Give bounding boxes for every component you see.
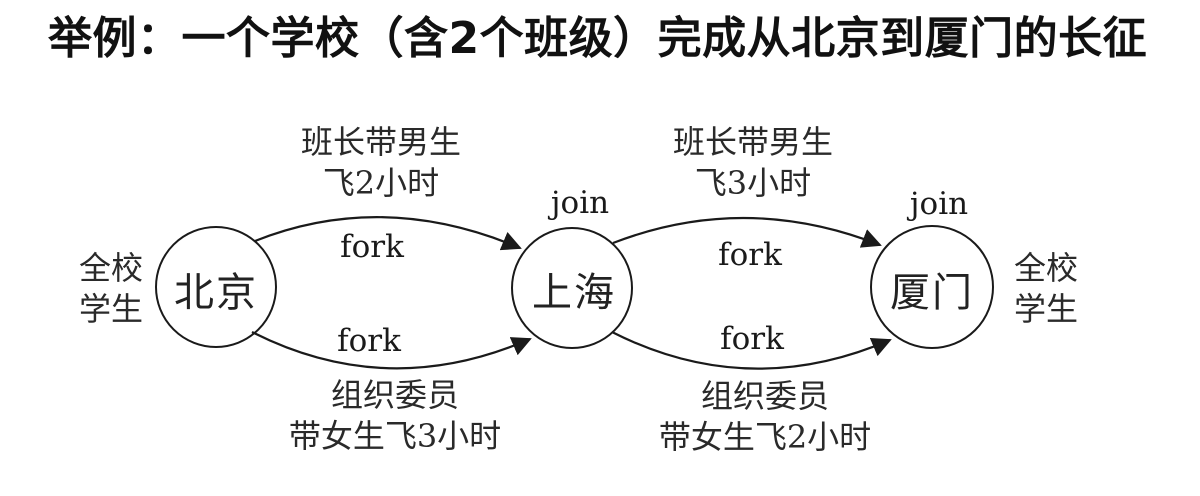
side-label-left: 全校 学生 <box>79 248 143 330</box>
seg1-top-caption: 班长带男生 飞2小时 <box>301 122 461 204</box>
seg2-top-caption: 班长带男生 飞3小时 <box>673 122 833 204</box>
seg2-join-label: join <box>909 186 969 222</box>
node-label-shanghai: 上海 <box>532 270 616 316</box>
side-label-left-line1: 全校 <box>78 249 144 287</box>
seg1-bottom-caption-line1: 组织委员 <box>330 376 459 414</box>
seg1-join-label: join <box>550 185 610 221</box>
side-label-right-line1: 全校 <box>1013 249 1079 287</box>
seg2-bottom-caption: 组织委员 带女生飞2小时 <box>659 376 871 458</box>
node-circle-xiamen <box>870 225 994 349</box>
seg2-top-caption-line1: 班长带男生 <box>672 123 834 161</box>
node-label-beijing: 北京 <box>174 270 258 316</box>
node-label-xiamen: 厦门 <box>890 270 974 316</box>
seg2-bottom-caption-line1: 组织委员 <box>700 377 829 415</box>
edge-seg2-bottom-arrow <box>611 331 892 370</box>
seg1-bottom-fork-label: fork <box>337 323 401 359</box>
page-title: 举例：一个学校（含2个班级）完成从北京到厦门的长征 <box>48 13 1148 64</box>
seg1-top-caption-line2: 飞2小时 <box>322 164 440 202</box>
seg2-top-caption-line2: 飞3小时 <box>694 164 812 202</box>
side-label-right: 全校 学生 <box>1014 248 1078 330</box>
seg1-top-fork-label: fork <box>340 229 404 265</box>
edge-seg1-top-arrow <box>254 216 522 251</box>
seg1-bottom-caption-line2: 带女生飞3小时 <box>288 417 502 455</box>
edge-seg1-bottom-arrow <box>251 331 532 370</box>
seg1-bottom-caption: 组织委员 带女生飞3小时 <box>289 375 501 457</box>
side-label-right-line2: 学生 <box>1013 290 1079 328</box>
side-label-left-line2: 学生 <box>78 290 144 328</box>
node-circle-shanghai <box>511 227 633 349</box>
seg2-top-fork-label: fork <box>718 237 782 273</box>
edge-seg2-top-arrow <box>612 216 882 248</box>
seg2-bottom-caption-line2: 带女生飞2小时 <box>658 418 872 456</box>
seg1-top-caption-line1: 班长带男生 <box>300 123 462 161</box>
seg2-bottom-fork-label: fork <box>720 321 784 357</box>
node-circle-beijing <box>155 226 277 348</box>
